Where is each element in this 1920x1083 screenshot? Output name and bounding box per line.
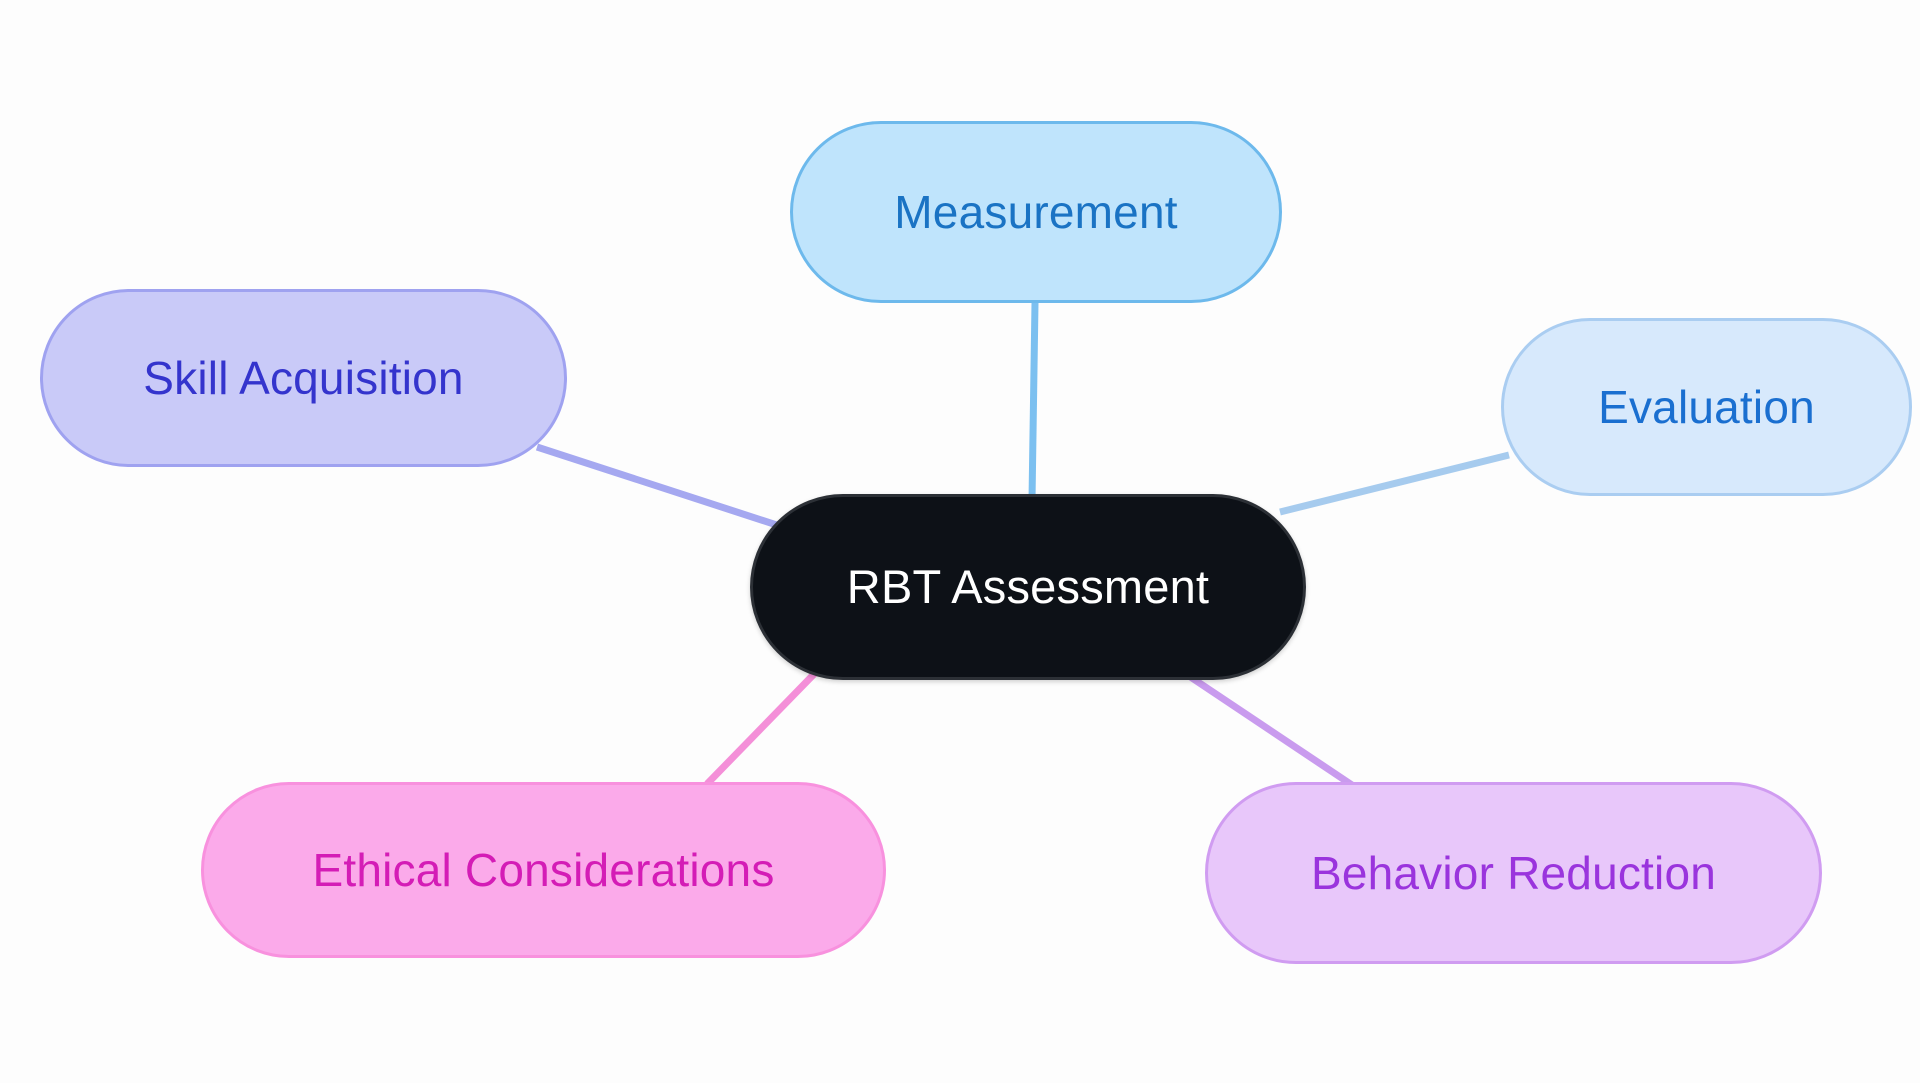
node-ethical-considerations[interactable]: Ethical Considerations bbox=[201, 782, 886, 958]
node-evaluation-label: Evaluation bbox=[1598, 380, 1815, 433]
node-ethical-considerations-label: Ethical Considerations bbox=[312, 843, 775, 896]
edge-root-measurement bbox=[1028, 302, 1039, 501]
node-skill-acquisition[interactable]: Skill Acquisition bbox=[40, 289, 567, 467]
node-behavior-reduction-label: Behavior Reduction bbox=[1310, 846, 1717, 899]
node-root-rbt-assessment[interactable]: RBT Assessment bbox=[750, 494, 1306, 680]
node-measurement-label: Measurement bbox=[894, 185, 1178, 238]
node-skill-acquisition-label: Skill Acquisition bbox=[143, 351, 464, 404]
node-root-label: RBT Assessment bbox=[846, 560, 1210, 614]
node-evaluation[interactable]: Evaluation bbox=[1501, 318, 1912, 496]
edge-root-skill-acquisition bbox=[535, 443, 788, 532]
edge-root-ethical-considerations bbox=[704, 667, 821, 787]
edge-root-behavior-reduction bbox=[1181, 669, 1354, 788]
node-behavior-reduction[interactable]: Behavior Reduction bbox=[1205, 782, 1822, 964]
edge-root-evaluation bbox=[1279, 451, 1510, 516]
node-measurement[interactable]: Measurement bbox=[790, 121, 1282, 303]
